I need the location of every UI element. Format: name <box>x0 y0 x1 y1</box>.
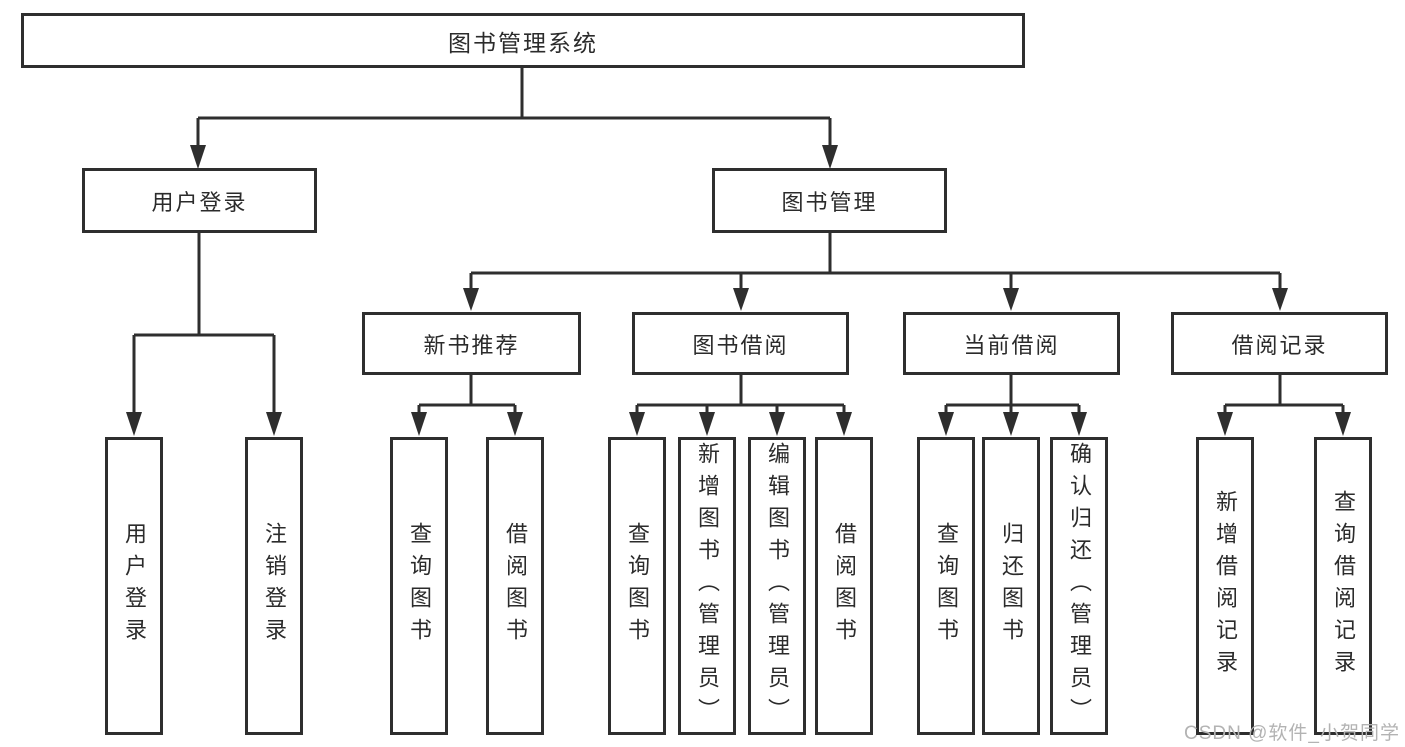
node-label: 图书管理系统 <box>448 29 598 56</box>
connector-path <box>132 67 1345 414</box>
leaf-edit-books-admin: 编辑图书（管理员） <box>748 437 806 735</box>
leaf-return-books: 归还图书 <box>982 437 1040 735</box>
node-label: 图书管理 <box>781 189 878 215</box>
node-user-login: 用户登录 <box>82 168 317 233</box>
leaf-borrow-books-recommend: 借阅图书 <box>486 437 544 735</box>
leaf-query-books-current: 查询图书 <box>917 437 975 735</box>
node-label: 借阅记录 <box>1231 332 1328 358</box>
leaf-label: 借阅图书 <box>832 522 857 650</box>
leaf-borrow-books: 借阅图书 <box>815 437 873 735</box>
leaf-label: 新增借阅记录 <box>1213 490 1238 682</box>
leaf-label: 归还图书 <box>999 522 1024 650</box>
node-library-management-system: 图书管理系统 <box>21 13 1025 68</box>
leaf-label: 确认归还（管理员） <box>1067 442 1092 730</box>
node-label: 当前借阅 <box>963 332 1060 358</box>
node-label: 新书推荐 <box>423 332 520 358</box>
watermark: CSDN @软件_小贺同学 <box>1184 723 1400 744</box>
leaf-query-books-recommend: 查询图书 <box>390 437 448 735</box>
leaf-add-borrow-record: 新增借阅记录 <box>1196 437 1254 735</box>
node-label: 用户登录 <box>151 189 248 215</box>
leaf-query-borrow-record: 查询借阅记录 <box>1314 437 1372 735</box>
leaf-label: 查询图书 <box>934 522 959 650</box>
leaf-logout: 注销登录 <box>245 437 303 735</box>
leaf-label: 新增图书（管理员） <box>695 442 720 730</box>
leaf-query-books-borrowing: 查询图书 <box>608 437 666 735</box>
leaf-confirm-return-admin: 确认归还（管理员） <box>1050 437 1108 735</box>
leaf-label: 查询图书 <box>407 522 432 650</box>
leaf-label: 借阅图书 <box>503 522 528 650</box>
node-book-management: 图书管理 <box>712 168 947 233</box>
leaf-label: 编辑图书（管理员） <box>765 442 790 730</box>
node-book-borrowing: 图书借阅 <box>632 312 849 375</box>
node-new-book-recommendation: 新书推荐 <box>362 312 581 375</box>
leaf-add-books-admin: 新增图书（管理员） <box>678 437 736 735</box>
node-label: 图书借阅 <box>692 332 789 358</box>
node-current-borrowing: 当前借阅 <box>903 312 1120 375</box>
leaf-label: 用户登录 <box>122 522 147 650</box>
arrowheads <box>126 145 1351 436</box>
leaf-label: 查询借阅记录 <box>1331 490 1356 682</box>
leaf-label: 查询图书 <box>625 522 650 650</box>
leaf-label: 注销登录 <box>262 522 287 650</box>
leaf-user-login: 用户登录 <box>105 437 163 735</box>
node-borrowing-records: 借阅记录 <box>1171 312 1388 375</box>
